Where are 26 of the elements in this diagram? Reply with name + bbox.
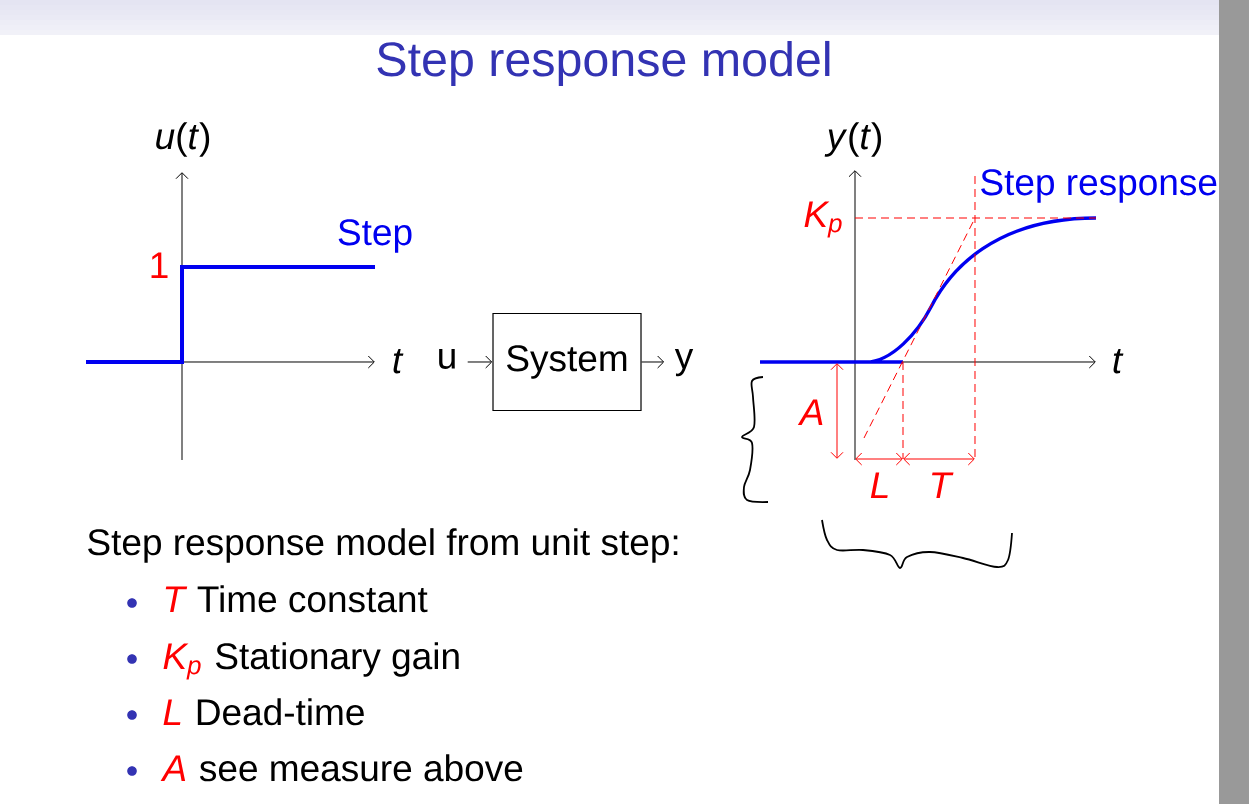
symbol-label: K$_{p}$ — [163, 643, 201, 680]
dimension-label: L — [870, 472, 888, 498]
signal-label: u — [439, 348, 455, 369]
dimension-label: T — [932, 472, 954, 498]
axis-label: y(t) — [824, 122, 881, 157]
axis-label: u(t) — [156, 122, 210, 157]
arrow — [641, 355, 665, 369]
axis-label: t — [1113, 349, 1124, 374]
list-text: Stationary gain — [216, 642, 459, 677]
arrow — [467, 355, 493, 369]
tick-label: K$_{p}$ — [804, 201, 842, 238]
tick-label: 1 — [151, 252, 168, 278]
signal-label: y — [674, 348, 694, 377]
curve-label: Step response — [981, 169, 1217, 203]
list-text: Time constant — [197, 585, 428, 613]
curve-label: Step — [338, 219, 412, 253]
symbol-label: L — [163, 699, 181, 725]
axis-label: t — [393, 349, 404, 374]
title: Step response model — [377, 40, 830, 87]
process-box: System — [492, 312, 642, 412]
list-text: Dead-time — [197, 698, 364, 726]
symbol-label: T — [165, 586, 188, 612]
symbol-label: A — [160, 755, 186, 781]
dimension-label: A — [797, 399, 823, 425]
body-text: Step response model from unit step: — [88, 528, 678, 563]
list-text: see measure above — [199, 754, 523, 782]
